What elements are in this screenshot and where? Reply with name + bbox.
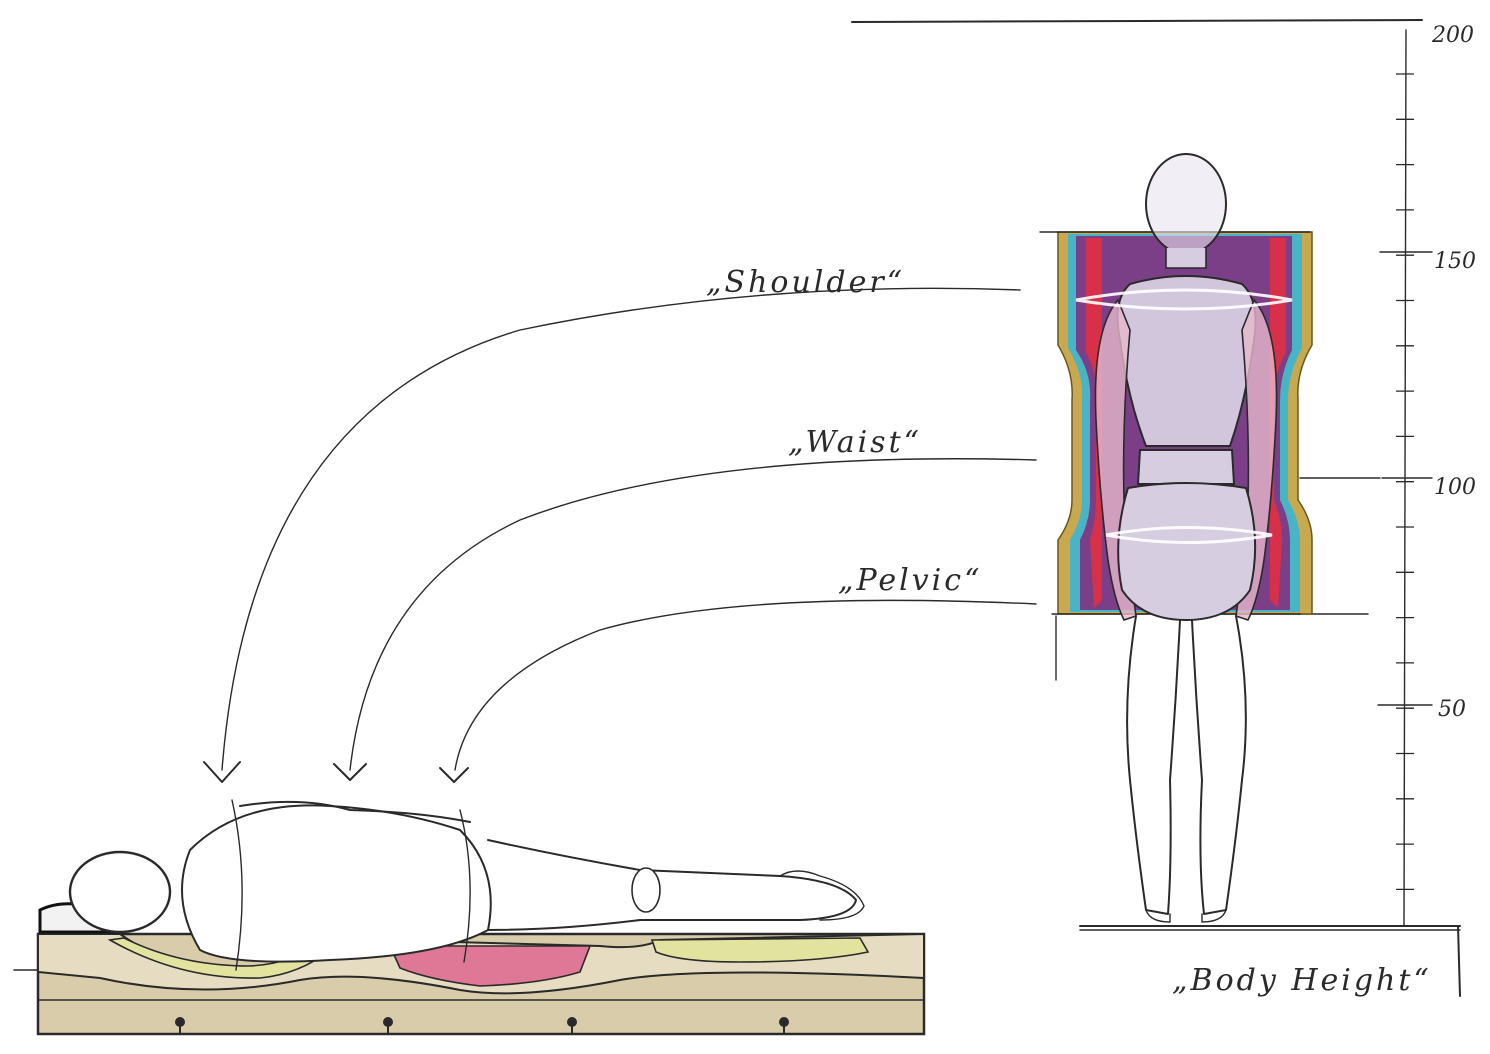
label-body-height: „Body Height“ xyxy=(1172,963,1432,998)
pelvic-arrowhead xyxy=(440,768,468,782)
lying-knee xyxy=(632,868,660,912)
zone-arrows xyxy=(204,288,1036,782)
standing-left-leg xyxy=(1127,616,1180,914)
lying-torso xyxy=(182,805,491,961)
lying-legs xyxy=(488,840,856,930)
fixing-point xyxy=(175,1017,185,1027)
scale-label-150: 150 xyxy=(1434,249,1476,274)
zone-labels: „Shoulder“ „Waist“ „Pelvic“ „Body Height… xyxy=(706,265,1432,998)
floor-end-mark xyxy=(1458,926,1460,996)
fixing-point xyxy=(383,1017,393,1027)
shoulder-arrow xyxy=(222,288,1020,770)
label-shoulder: „Shoulder“ xyxy=(706,265,905,300)
top-reference-line xyxy=(852,20,1422,22)
standing-pelvis xyxy=(1118,483,1255,620)
scale-label-100: 100 xyxy=(1434,475,1476,500)
waist-arrow xyxy=(350,459,1036,770)
standing-torso xyxy=(1118,276,1256,446)
standing-waist xyxy=(1138,450,1234,484)
label-waist: „Waist“ xyxy=(788,425,922,460)
pelvic-arrow xyxy=(455,600,1036,770)
standing-right-leg xyxy=(1192,616,1246,914)
mattress xyxy=(14,934,924,1034)
floor-base xyxy=(1056,616,1460,996)
standing-neck xyxy=(1166,248,1206,268)
scale-label-50: 50 xyxy=(1438,697,1466,722)
scale-label-200: 200 xyxy=(1431,23,1474,48)
fixing-point xyxy=(779,1017,789,1027)
standing-head xyxy=(1146,154,1226,254)
lying-head xyxy=(70,852,170,932)
fixing-point xyxy=(567,1017,577,1027)
label-pelvic: „Pelvic“ xyxy=(838,563,982,598)
